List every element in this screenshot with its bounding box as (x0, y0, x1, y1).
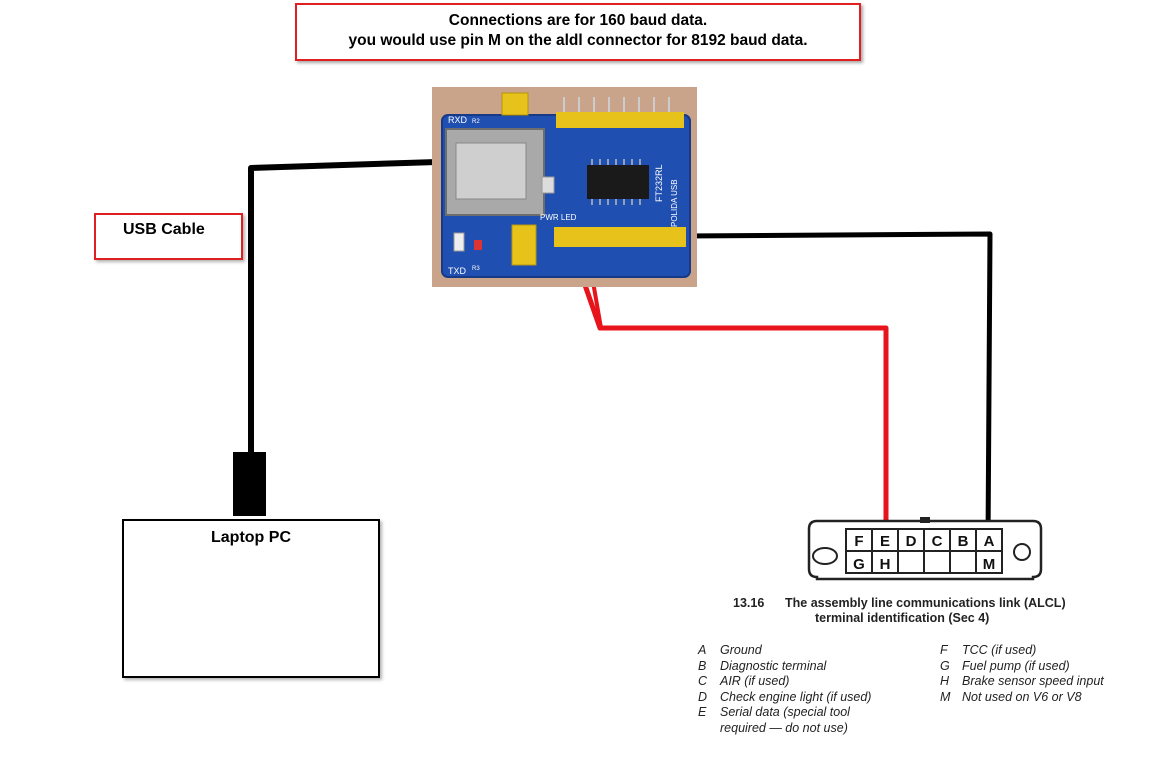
r2-label: R2 (472, 119, 480, 125)
r3-label: R3 (472, 266, 480, 272)
usb-cable-wire (248, 159, 438, 455)
notice-line-1: Connections are for 160 baud data. (448, 12, 708, 29)
bottom-pin-header (554, 227, 686, 247)
chip-label: FT232RL (654, 164, 664, 202)
pin-e: E (880, 533, 890, 550)
usb-plug (233, 452, 266, 516)
top-pin-header (556, 97, 684, 128)
rxd-label: RXD (448, 115, 468, 125)
figure-subtitle: terminal identification (Sec 4) (815, 611, 990, 625)
pin-g: G (853, 556, 865, 573)
connector-key (920, 517, 930, 523)
laptop-pc-label: Laptop PC (211, 529, 291, 546)
usb-cable-label-box: USB Cable (94, 213, 243, 260)
figure-number: 13.16 (733, 596, 765, 610)
ft232rl-chip (587, 165, 649, 199)
pin-b: B (958, 533, 969, 550)
pin-c: C (932, 533, 943, 550)
pin-m: M (983, 556, 996, 573)
alcl-connector: F E D C B A G H M (807, 517, 1043, 581)
jumper-bottom (511, 224, 537, 266)
laptop-pc-box: Laptop PC (122, 519, 380, 678)
legend-item-continuation: required — do not use) (720, 720, 848, 735)
pwr-led (541, 176, 555, 194)
notice-line-2: you would use pin M on the aldl connecto… (348, 32, 808, 49)
figure-caption: 13.16 The assembly line communications li… (733, 596, 1066, 626)
ground-wire (683, 231, 993, 544)
brand-label: POLIDA USB (670, 179, 679, 227)
jumper-top (501, 92, 529, 116)
baud-rate-notice: Connections are for 160 baud data. you w… (295, 3, 861, 61)
pwr-led-label: PWR LED (540, 213, 577, 222)
figure-title: The assembly line communications link (A… (785, 596, 1066, 610)
pin-f: F (854, 533, 863, 550)
pin-h: H (880, 556, 891, 573)
usb-cable-label: USB Cable (123, 221, 205, 238)
ft232rl-usb-serial-board: RXD R2 TXD R3 PWR LED FT232RL POLIDA USB (432, 87, 697, 287)
txd-led (453, 232, 465, 252)
connector-mount-right (1013, 543, 1031, 561)
txd-label: TXD (448, 266, 467, 276)
pin-d: D (906, 533, 917, 550)
connector-mount-left (812, 547, 838, 565)
pin-a: A (984, 533, 995, 550)
serial-data-wire (569, 247, 889, 543)
